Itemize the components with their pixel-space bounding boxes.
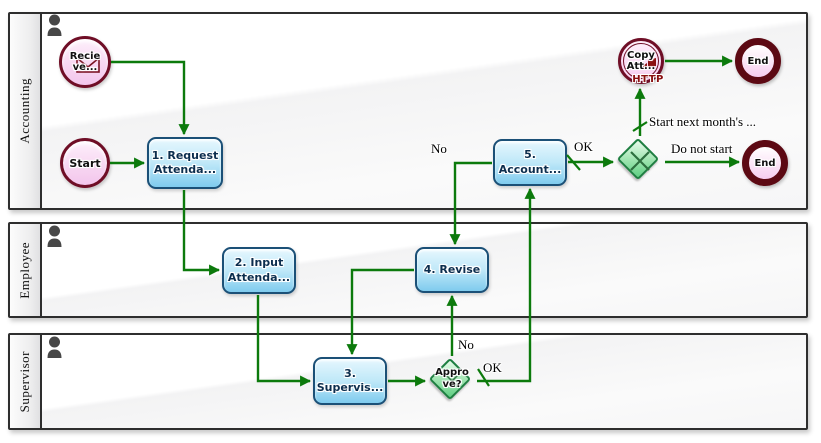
lane-supervisor-header: Supervisor [10,335,42,428]
approve-gateway-label: Appro ve? [435,367,469,390]
copy-event-label: Copy Att... [623,43,659,79]
message-start-event-receive: Recie ve... [59,36,111,88]
lane-supervisor-label: Supervisor [17,350,32,413]
flow-label-start-next-month: Start next month's ... [649,114,757,129]
http-protocol-label: HTTP [632,74,664,85]
flow-label-account-ok: OK [574,139,593,154]
lane-employee-label: Employee [17,241,32,299]
receive-event-label: Recie ve... [69,50,101,74]
start-event: Start [60,138,110,188]
lane-accounting-label: Accounting [17,78,32,144]
task-5-accounting: 5.Account... [493,139,567,186]
end-event-top-label: End [747,55,769,67]
flow-label-approve-no: No [458,337,474,352]
lane-supervisor: Supervisor [8,333,808,430]
lane-employee-header: Employee [10,224,42,316]
script-icon [640,58,656,69]
end-event-right-label: End [754,157,776,169]
lane-employee: Employee [8,222,808,318]
task-4-revise: 4. Revise [415,247,489,293]
lane-accounting-header: Accounting [10,14,42,208]
flow-label-do-not-start: Do not start [671,141,733,156]
person-icon [47,14,62,36]
start-event-label: Start [69,156,101,170]
end-event-top: End [735,38,781,84]
lane-accounting: Accounting [8,12,808,210]
intermediate-event-copy-attendance: Copy Att... [618,38,664,84]
person-icon [47,336,62,358]
flow-label-account-no: No [431,141,447,156]
envelope-icon [76,57,100,73]
person-icon [47,225,62,247]
end-event-right: End [742,140,788,186]
flow-label-approve-ok: OK [483,360,502,375]
task-3-supervisor: 3.Supervis... [313,357,387,405]
